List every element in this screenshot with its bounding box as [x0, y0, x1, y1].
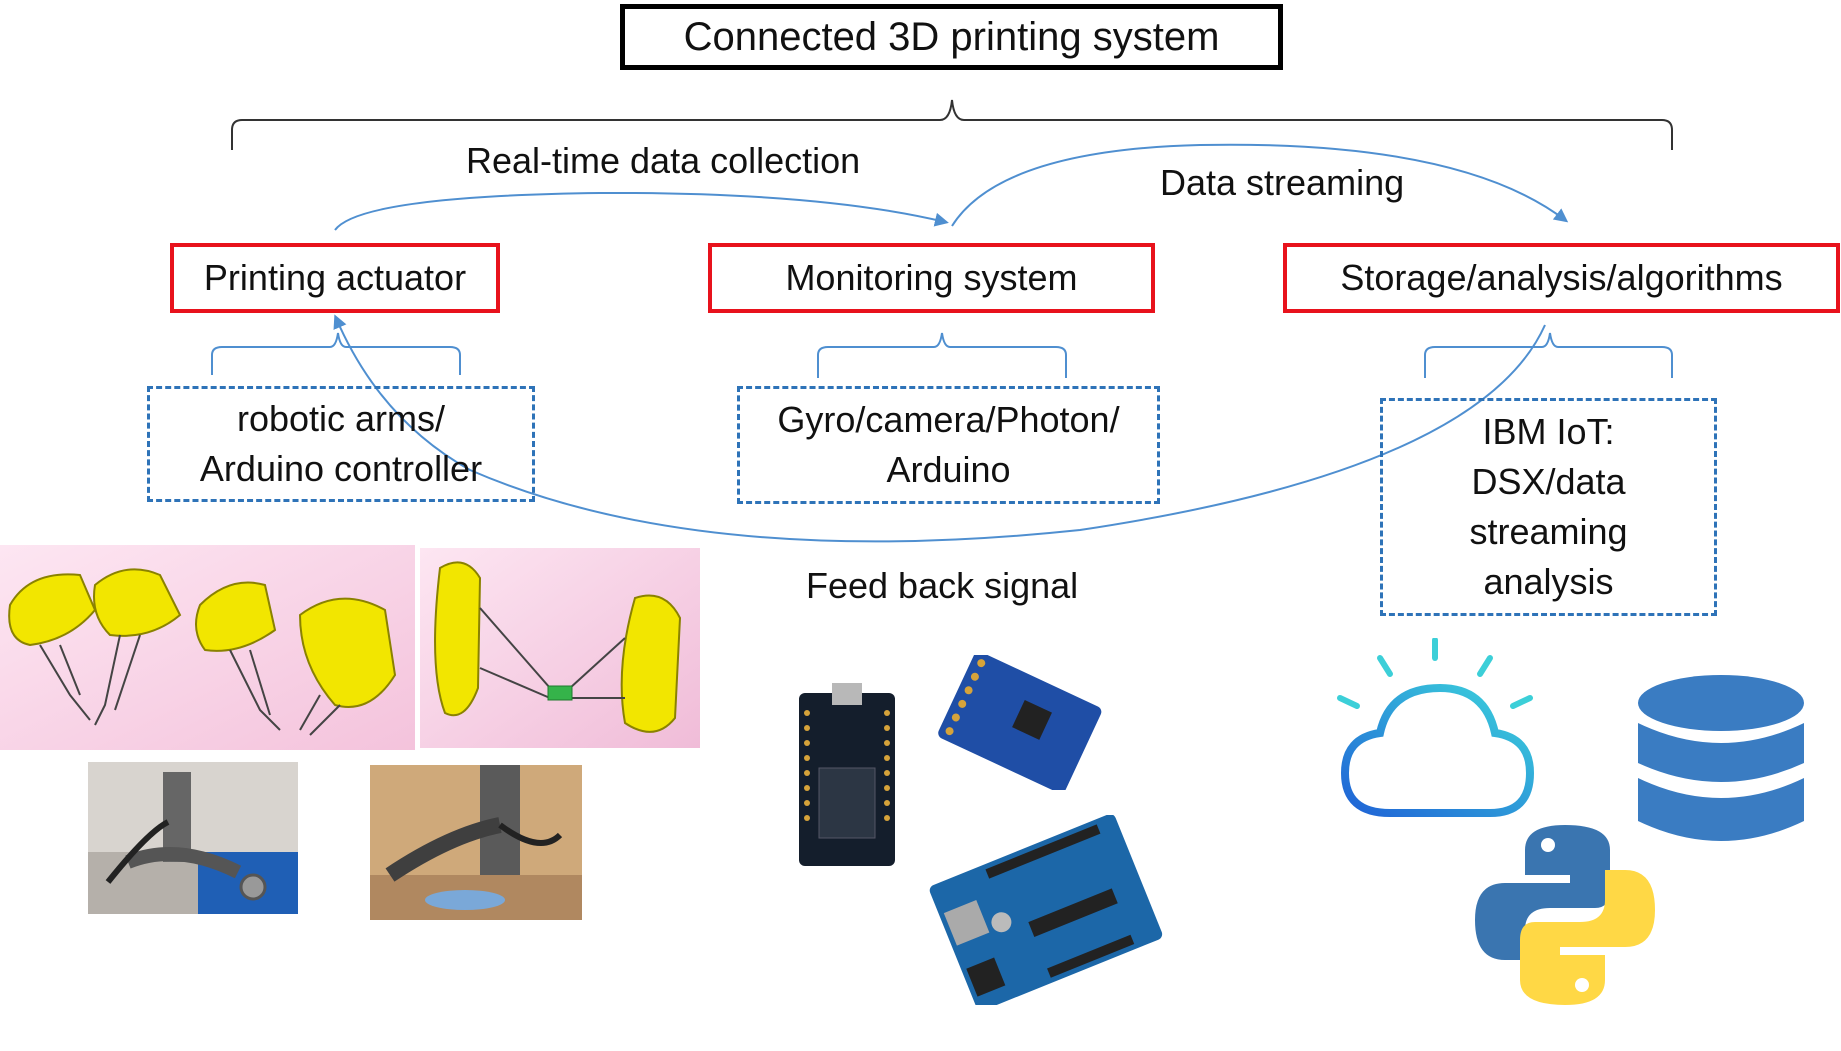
monitoring-detail-box: Gyro/camera/Photon/ Arduino [737, 386, 1160, 504]
actuator-detail-box: robotic arms/ Arduino controller [147, 386, 535, 502]
storage-box: Storage/analysis/algorithms [1283, 243, 1840, 313]
monitoring-brace [817, 332, 1067, 378]
gyro-sensor-board [938, 655, 1102, 790]
arduino-uno-board [929, 815, 1163, 1005]
storage-brace [1424, 332, 1673, 378]
robot-arm-render-2 [420, 548, 700, 748]
top-brace [231, 99, 1673, 150]
streaming-label: Data streaming [1160, 162, 1405, 203]
monitoring-detail-line: Arduino [886, 449, 1011, 490]
monitoring-detail-line: Gyro/camera/Photon/ [777, 399, 1120, 440]
actuator-box: Printing actuator [170, 243, 500, 313]
python-logo [1475, 825, 1655, 1005]
storage-detail-line: streaming [1469, 511, 1628, 552]
storage-detail-line: IBM IoT: [1482, 411, 1615, 452]
feedback-arrow [333, 314, 1546, 543]
ibm-cloud-icon [1337, 638, 1535, 817]
storage-detail-line: analysis [1483, 561, 1614, 602]
diagram-title: Connected 3D printing system [620, 4, 1283, 70]
storage-detail-line: DSX/data [1471, 461, 1626, 502]
realtime-arrow [334, 191, 949, 231]
photon-board [799, 683, 895, 866]
database-icon [1638, 675, 1804, 841]
streaming-arrow [951, 143, 1569, 227]
actuator-detail-line: robotic arms/ [236, 398, 446, 439]
storage-detail-box: IBM IoT: DSX/data streaming analysis [1380, 398, 1717, 616]
feedback-label: Feed back signal [806, 565, 1079, 606]
actuator-brace [211, 332, 461, 375]
realtime-label: Real-time data collection [466, 140, 861, 181]
monitoring-box: Monitoring system [708, 243, 1155, 313]
robot-arm-render-1 [0, 545, 415, 750]
robot-arm-photo-1 [88, 762, 298, 914]
actuator-detail-line: Arduino controller [199, 448, 483, 489]
robot-arm-photo-2 [370, 765, 582, 920]
